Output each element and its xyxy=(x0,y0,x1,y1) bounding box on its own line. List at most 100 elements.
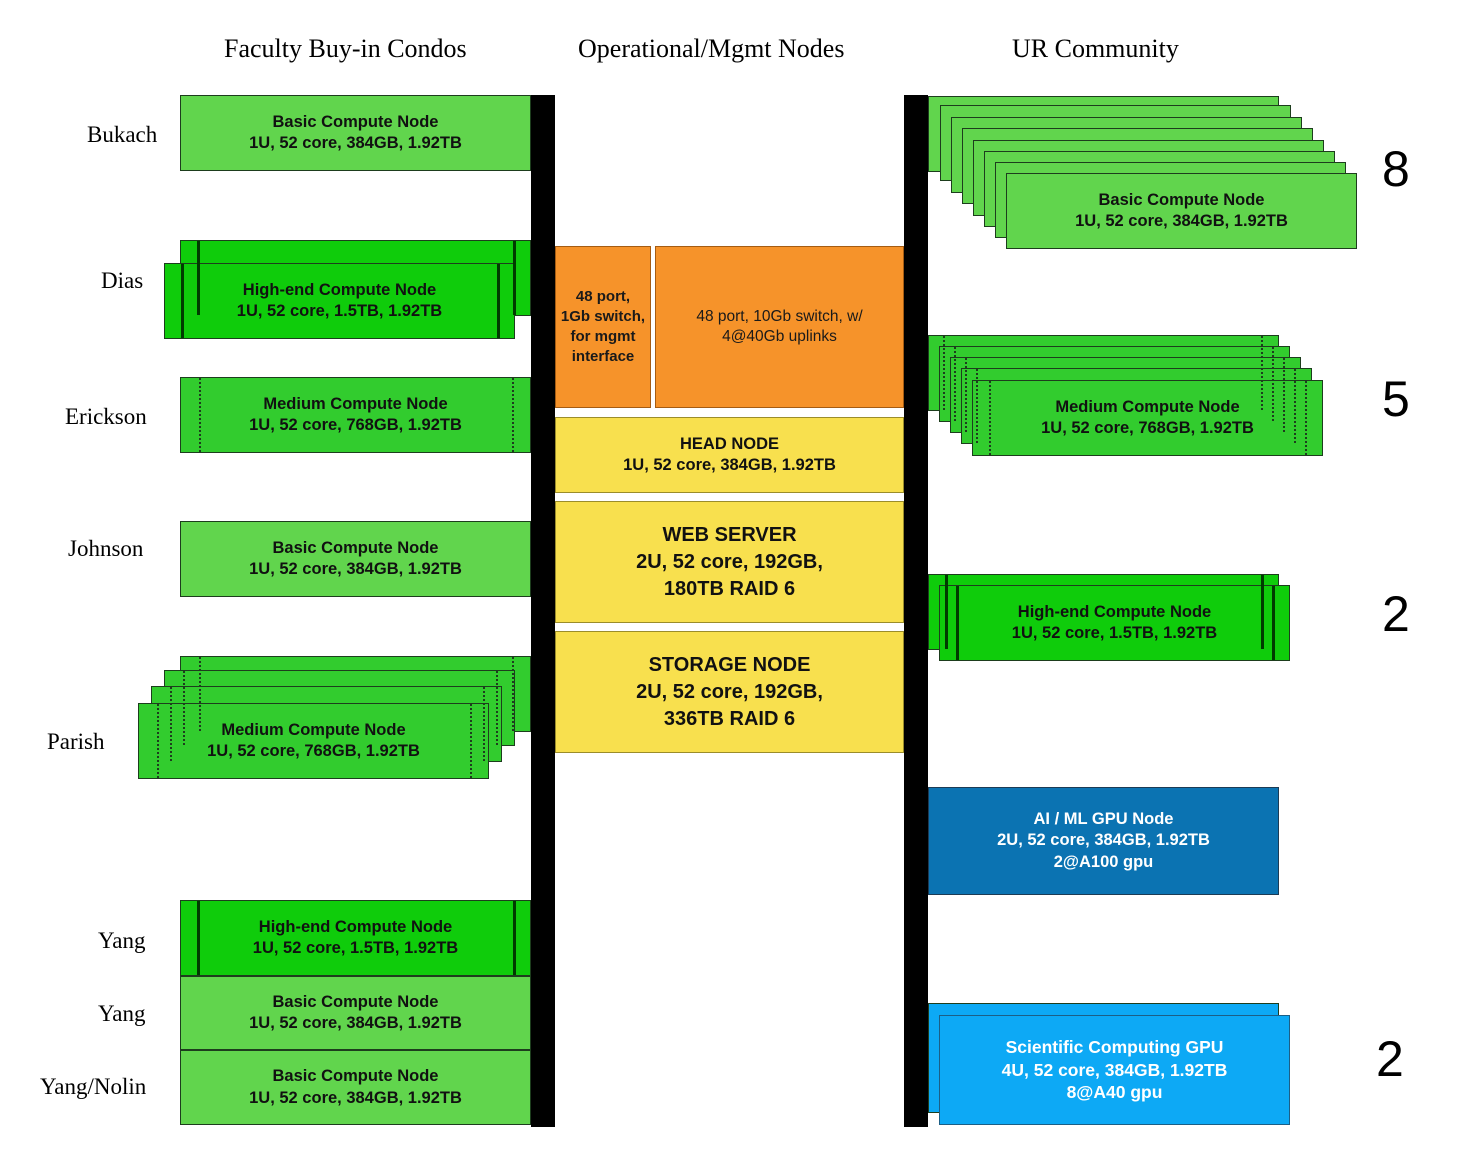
rack-rail xyxy=(1305,381,1307,455)
node-name: Basic Compute Node xyxy=(272,112,439,131)
node-spec: 1U, 52 core, 1.5TB, 1.92TB xyxy=(236,302,443,320)
rack-rail xyxy=(199,657,201,731)
owner-label-bukach: Bukach xyxy=(87,122,158,147)
rack-rail xyxy=(513,901,516,975)
bukach-basic-node[interactable]: Basic Compute Node 1U, 52 core, 384GB, 1… xyxy=(180,95,531,171)
mgmt-1gb-switch[interactable]: 48 port, 1Gb switch, for mgmt interface xyxy=(555,246,651,408)
rack-rail xyxy=(954,347,956,421)
node-spec: 1U, 52 core, 384GB, 1.92TB xyxy=(1075,212,1288,230)
rack-rail xyxy=(1272,347,1274,421)
node-name: STORAGE NODE xyxy=(648,653,811,676)
owner-label-yang-nolin: Yang/Nolin xyxy=(40,1074,147,1099)
owner-label-yang: Yang xyxy=(98,928,146,953)
node-spec: 1U, 52 core, 768GB, 1.92TB xyxy=(1041,419,1254,437)
rack-rail xyxy=(512,378,514,452)
community-basic-node[interactable]: Basic Compute Node 1U, 52 core, 384GB, 1… xyxy=(1006,173,1357,249)
switch-label-line: 4@40Gb uplinks xyxy=(722,328,837,345)
faculty-header: Faculty Buy-in Condos xyxy=(224,34,467,63)
node-name: HEAD NODE xyxy=(679,434,779,453)
dias-highend-node[interactable]: High-end Compute Node 1U, 52 core, 1.5TB… xyxy=(164,263,515,339)
rack-rail xyxy=(170,687,172,761)
rack-rail xyxy=(976,369,978,443)
rack-rail xyxy=(1261,336,1263,410)
node-name: Basic Compute Node xyxy=(1098,190,1265,209)
node-spec: 1U, 52 core, 1.5TB, 1.92TB xyxy=(252,939,459,957)
storage-node[interactable]: STORAGE NODE 2U, 52 core, 192GB, 336TB R… xyxy=(555,631,904,753)
node-name: AI / ML GPU Node xyxy=(1033,809,1174,828)
scientific-computing-gpu-node[interactable]: Scientific Computing GPU 4U, 52 core, 38… xyxy=(939,1015,1290,1125)
ai-ml-gpu-node[interactable]: AI / ML GPU Node 2U, 52 core, 384GB, 1.9… xyxy=(928,787,1279,895)
left-backbone-bar xyxy=(531,95,555,1127)
head-node[interactable]: HEAD NODE 1U, 52 core, 384GB, 1.92TB xyxy=(555,417,904,493)
switch-label-line: 48 port, 10Gb switch, w/ xyxy=(696,307,863,325)
community-highend-node[interactable]: High-end Compute Node 1U, 52 core, 1.5TB… xyxy=(939,585,1290,661)
rack-rail xyxy=(183,671,185,745)
scientific-gpu-count: 2 xyxy=(1376,1031,1404,1087)
node-gpu: 8@A40 gpu xyxy=(1066,1082,1163,1103)
parish-medium-node[interactable]: Medium Compute Node 1U, 52 core, 768GB, … xyxy=(138,703,489,779)
node-spec: 1U, 52 core, 384GB, 1.92TB xyxy=(249,1014,462,1032)
node-name: Basic Compute Node xyxy=(272,992,439,1011)
node-name: Basic Compute Node xyxy=(272,1067,439,1086)
node-spec: 1U, 52 core, 384GB, 1.92TB xyxy=(249,134,462,152)
operational-header: Operational/Mgmt Nodes xyxy=(578,34,845,63)
rack-rail xyxy=(1261,575,1264,649)
community-medium-node[interactable]: Medium Compute Node 1U, 52 core, 768GB, … xyxy=(972,380,1323,456)
highend-node-count: 2 xyxy=(1382,586,1410,642)
erickson-medium-node[interactable]: Medium Compute Node 1U, 52 core, 768GB, … xyxy=(180,377,531,453)
node-spec: 1U, 52 core, 768GB, 1.92TB xyxy=(207,742,420,760)
node-spec: 1U, 52 core, 384GB, 1.92TB xyxy=(249,1088,462,1107)
rack-rail xyxy=(496,671,498,745)
basic-node-count: 8 xyxy=(1382,141,1410,197)
rack-rail xyxy=(199,378,201,452)
rack-rail xyxy=(512,657,514,731)
node-name: Medium Compute Node xyxy=(1055,397,1240,416)
node-name: Scientific Computing GPU xyxy=(1005,1036,1224,1057)
node-name: WEB SERVER xyxy=(662,523,797,546)
rack-rail xyxy=(989,381,991,455)
node-storage: 180TB RAID 6 xyxy=(663,577,796,600)
node-name: High-end Compute Node xyxy=(1017,602,1212,621)
owner-label-parish: Parish xyxy=(47,729,105,754)
node-spec: 1U, 52 core, 384GB, 1.92TB xyxy=(249,560,462,578)
rack-rail xyxy=(497,264,500,338)
rack-rail xyxy=(483,687,485,761)
rack-rail xyxy=(1272,586,1275,660)
node-name: Medium Compute Node xyxy=(221,720,406,739)
node-spec: 2U, 52 core, 192GB, xyxy=(636,550,823,573)
node-name: Medium Compute Node xyxy=(263,394,448,413)
yang-basic-node[interactable]: Basic Compute Node 1U, 52 core, 384GB, 1… xyxy=(180,976,531,1050)
owner-label-erickson: Erickson xyxy=(65,404,147,429)
node-name: High-end Compute Node xyxy=(242,280,437,299)
node-storage: 336TB RAID 6 xyxy=(663,707,796,730)
rack-rail xyxy=(197,901,200,975)
node-name: High-end Compute Node xyxy=(258,917,453,936)
right-backbone-bar xyxy=(904,95,928,1127)
rack-rail xyxy=(945,575,948,649)
switch-label-line: interface xyxy=(571,348,635,366)
node-gpu: 2@A100 gpu xyxy=(1053,852,1154,871)
switch-label-line: 1Gb switch, xyxy=(560,307,646,325)
node-name: Basic Compute Node xyxy=(272,538,439,557)
johnson-basic-node[interactable]: Basic Compute Node 1U, 52 core, 384GB, 1… xyxy=(180,521,531,597)
yang-nolin-basic-node[interactable]: Basic Compute Node 1U, 52 core, 384GB, 1… xyxy=(180,1050,531,1125)
rack-rail xyxy=(1294,369,1296,443)
owner-label-johnson: Johnson xyxy=(68,536,144,561)
owner-label-dias: Dias xyxy=(101,268,144,293)
switch-label-line: 48 port, xyxy=(575,287,631,305)
10gb-switch[interactable]: 48 port, 10Gb switch, w/ 4@40Gb uplinks xyxy=(655,246,904,408)
web-server-node[interactable]: WEB SERVER 2U, 52 core, 192GB, 180TB RAI… xyxy=(555,501,904,623)
node-spec: 2U, 52 core, 384GB, 1.92TB xyxy=(997,831,1210,850)
medium-node-count: 5 xyxy=(1382,371,1410,427)
node-spec: 4U, 52 core, 384GB, 1.92TB xyxy=(1001,1059,1228,1080)
community-header: UR Community xyxy=(1012,34,1179,63)
rack-rail xyxy=(470,704,472,778)
yang-highend-node[interactable]: High-end Compute Node 1U, 52 core, 1.5TB… xyxy=(180,900,531,976)
rack-rail xyxy=(1283,358,1285,432)
rack-rail xyxy=(513,241,516,315)
rack-rail xyxy=(965,358,967,432)
node-spec: 1U, 52 core, 1.5TB, 1.92TB xyxy=(1011,624,1218,642)
rack-rail xyxy=(943,336,945,410)
owner-label-yang: Yang xyxy=(98,1001,146,1026)
rack-rail xyxy=(956,586,959,660)
